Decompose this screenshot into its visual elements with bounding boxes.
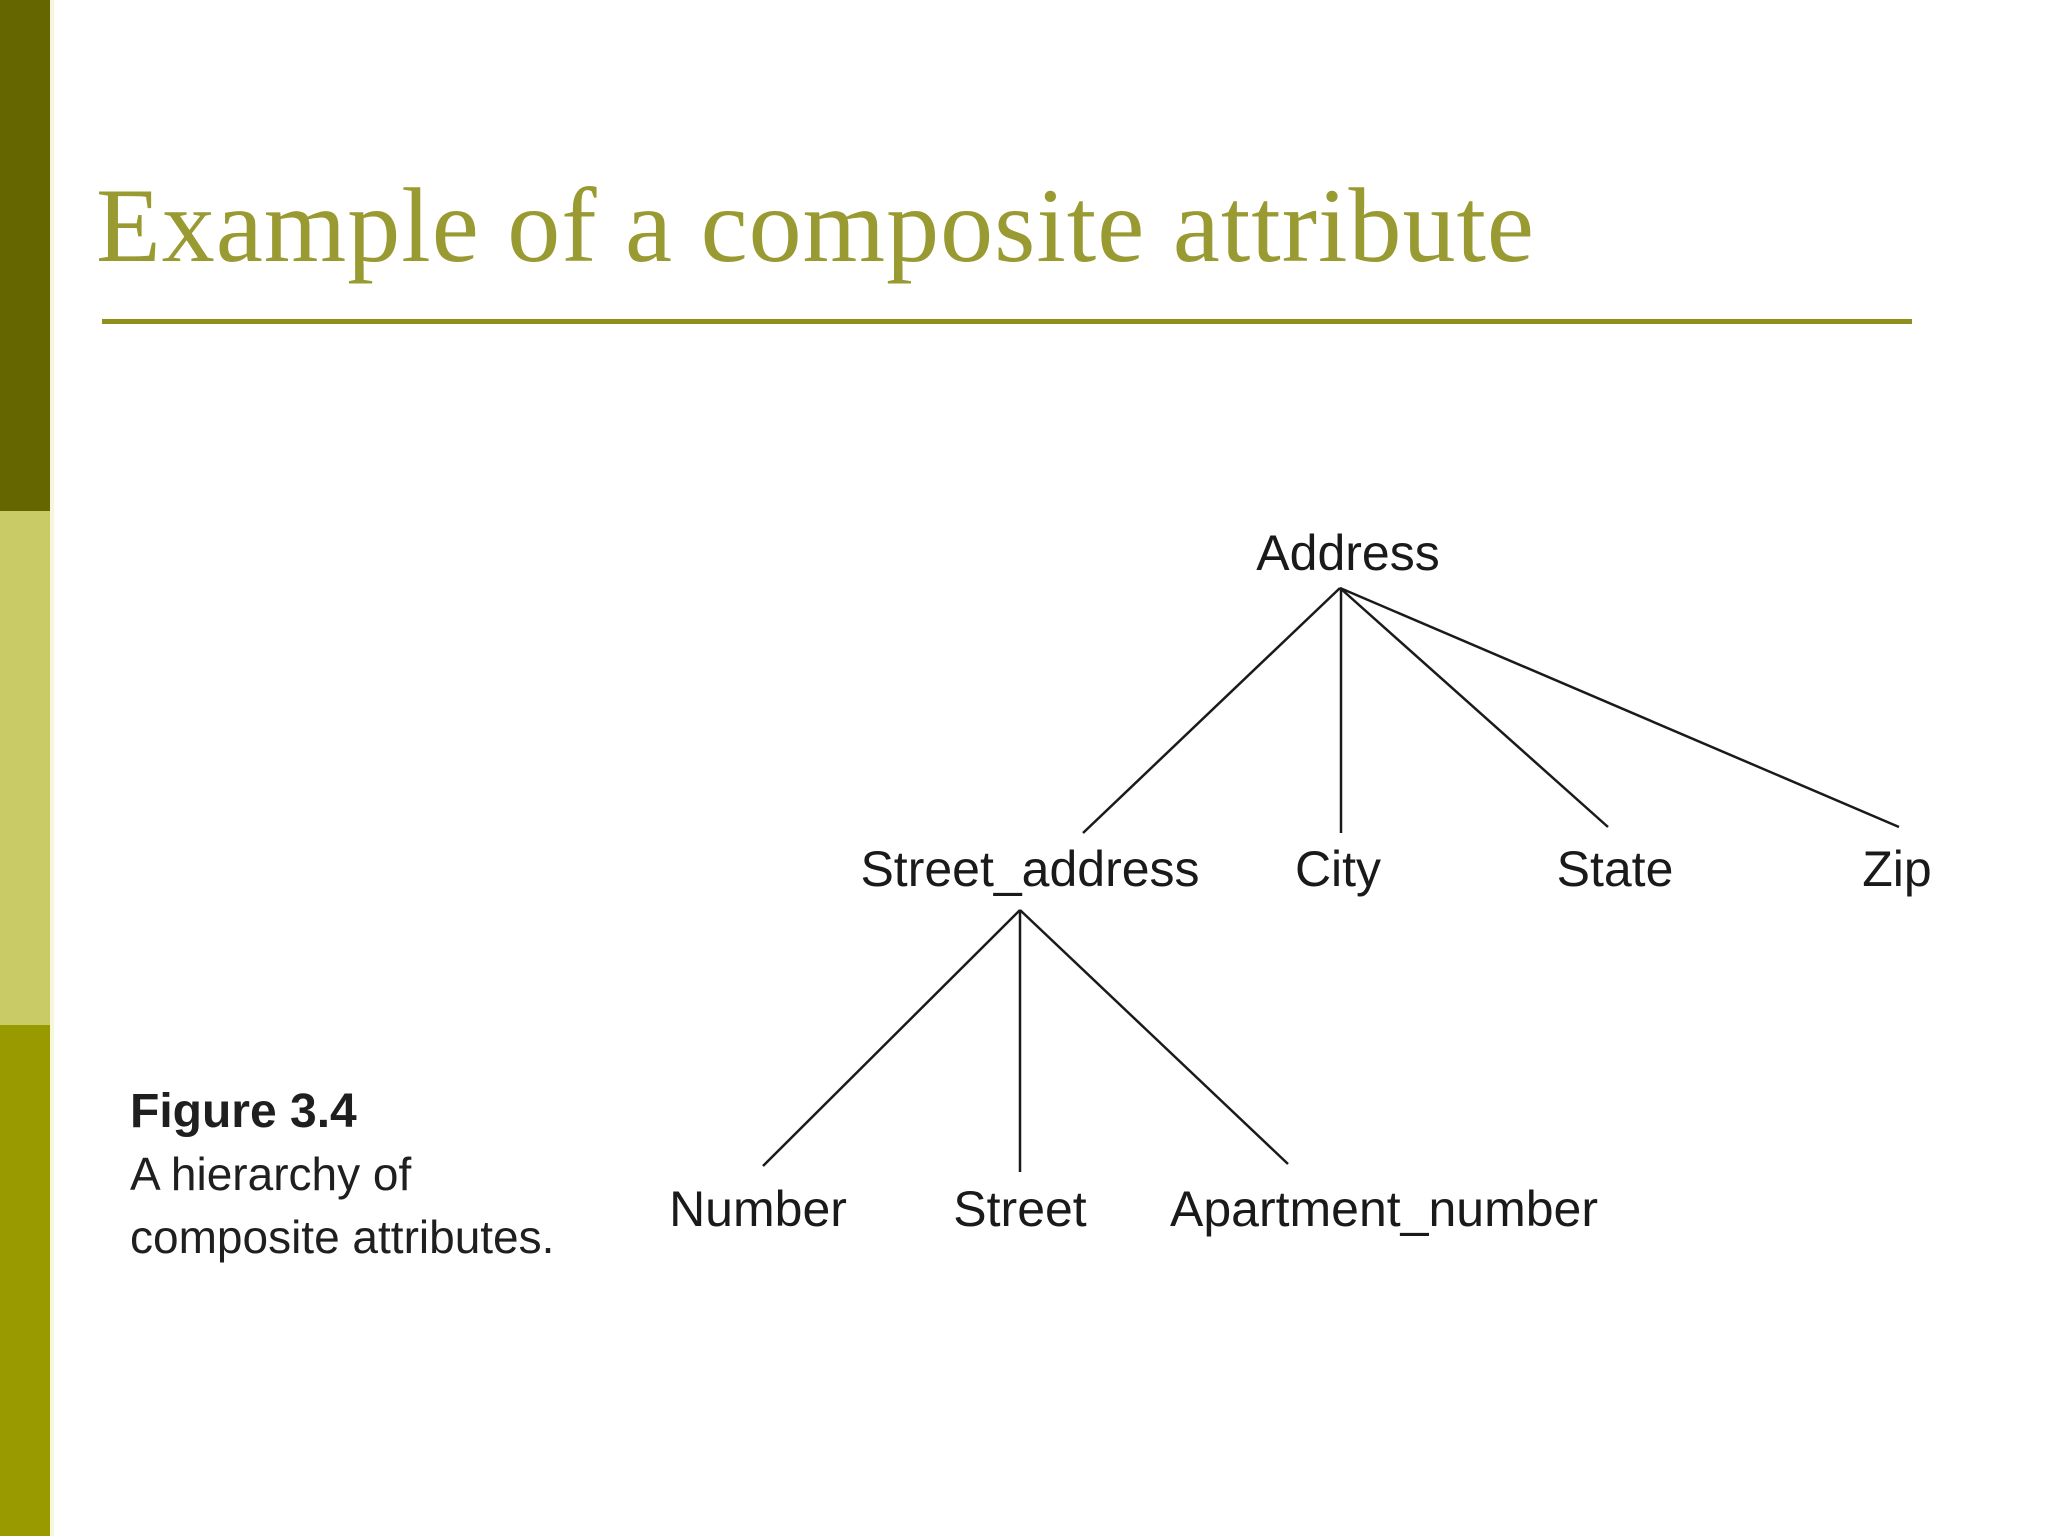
figure-caption-title: Figure 3.4 [130,1085,357,1138]
slide-title: Example of a composite attribute [96,167,1535,284]
node-number: Number [669,1181,847,1237]
figure-caption-line: A hierarchy of [130,1148,412,1200]
edge-address-state [1339,587,1609,828]
sidebar-band-bottom [0,1025,50,1536]
node-city: City [1295,841,1381,897]
sidebar-band-middle [0,511,50,1025]
edge-address-street-address [1082,587,1341,834]
sidebar-accent-bar [0,0,54,1536]
sidebar-band-top [0,0,50,511]
node-street: Street [953,1181,1087,1237]
edge-street-address-apartment-number [1019,909,1289,1165]
node-apartment-number: Apartment_number [1170,1181,1598,1237]
figure-caption-line: composite attributes. [130,1211,555,1263]
node-address: Address [1256,525,1439,581]
figure-caption: Figure 3.4 A hierarchy of composite attr… [130,1080,554,1269]
node-state: State [1557,841,1674,897]
node-street-address: Street_address [860,841,1199,897]
title-underline [102,319,1912,324]
edge-address-zip [1339,586,1900,829]
node-zip: Zip [1862,841,1931,897]
edge-street-address-number [762,909,1021,1167]
